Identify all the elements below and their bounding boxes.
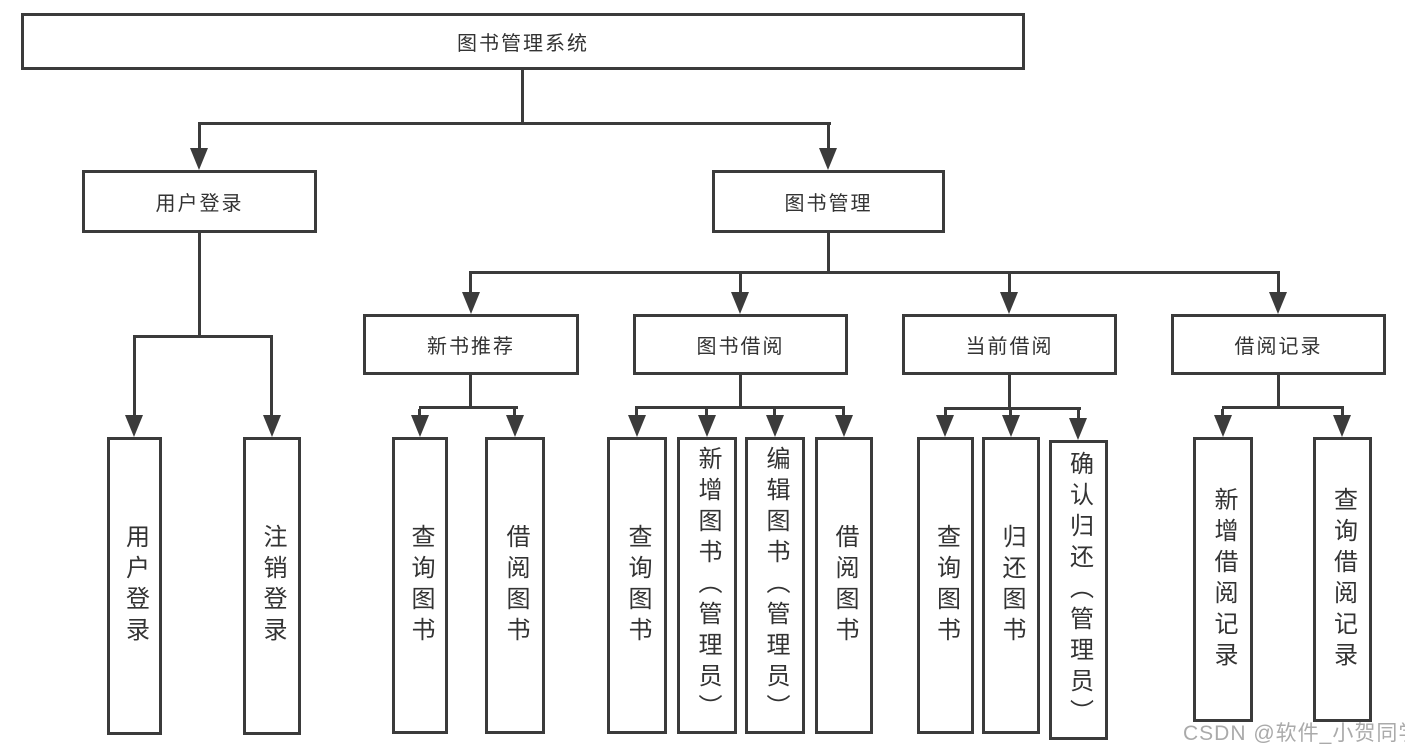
connector-root-hbar (198, 122, 831, 125)
connector-drop-nbr-borrow (513, 409, 516, 415)
node-new-book-recommend-label: 新书推荐 (427, 336, 515, 358)
leaf-user-login-label: 用户登录 (121, 524, 149, 648)
connector-drop-bb-borrow (842, 409, 845, 415)
arrow-down-book-borrowing (731, 292, 749, 314)
node-root: 图书管理系统 (21, 13, 1025, 70)
leaf-br-query-record-label: 查询借阅记录 (1329, 486, 1357, 673)
connector-br-hbar (1222, 406, 1344, 409)
node-borrowing-records-label: 借阅记录 (1234, 336, 1323, 358)
arrow-down-bb-query (628, 415, 646, 437)
connector-drop-bb-query (635, 409, 638, 415)
leaf-bb-add-books-admin: 新增图书（管理员） (677, 437, 737, 734)
arrow-down-nbr-borrow (506, 415, 524, 437)
arrow-down-bb-add (698, 415, 716, 437)
node-user-login-label: 用户登录 (155, 193, 244, 215)
connector-drop-borrowing-records (1277, 274, 1280, 292)
connector-cb-stem (1008, 375, 1011, 407)
arrow-down-cb-return (1002, 415, 1020, 437)
arrow-down-borrowing-records (1269, 292, 1287, 314)
leaf-nbr-borrow-books: 借阅图书 (485, 437, 545, 734)
connector-drop-new-book-recommend (469, 274, 472, 292)
leaf-bb-borrow-books-label: 借阅图书 (831, 523, 858, 648)
leaf-cb-query-books-label: 查询图书 (932, 523, 960, 648)
connector-root-stem (521, 70, 524, 122)
arrow-down-user-login (190, 148, 208, 170)
connector-book-management-stem (827, 233, 830, 271)
leaf-bb-edit-books-admin-label: 编辑图书（管理员） (762, 446, 789, 725)
node-root-label: 图书管理系统 (457, 33, 589, 55)
connector-drop-cb-return (1009, 410, 1012, 415)
connector-drop-leaf-logout (270, 338, 273, 415)
arrow-down-bb-edit (766, 415, 784, 437)
leaf-cb-query-books: 查询图书 (917, 437, 974, 734)
leaf-nbr-query-books-label: 查询图书 (407, 523, 434, 648)
node-book-management-label: 图书管理 (784, 193, 873, 215)
connector-drop-br-add (1221, 409, 1224, 415)
leaf-cb-return-books: 归还图书 (982, 437, 1040, 734)
node-book-borrowing-label: 图书借阅 (696, 336, 785, 358)
arrow-down-nbr-query (411, 415, 429, 437)
leaf-logout-label: 注销登录 (259, 524, 286, 648)
connector-nbr-hbar (419, 406, 518, 409)
node-book-management: 图书管理 (712, 170, 945, 233)
leaf-user-login: 用户登录 (107, 437, 162, 735)
connector-drop-book-borrowing (739, 274, 742, 292)
node-user-login: 用户登录 (82, 170, 317, 233)
leaf-br-add-record: 新增借阅记录 (1193, 437, 1253, 722)
node-borrowing-records: 借阅记录 (1171, 314, 1386, 375)
connector-drop-user-login (198, 125, 201, 148)
leaf-logout: 注销登录 (243, 437, 301, 735)
leaf-bb-query-books-label: 查询图书 (624, 523, 651, 648)
connector-drop-nbr-query (418, 409, 421, 415)
connector-nbr-stem (469, 375, 472, 406)
connector-user-login-hbar (133, 335, 273, 338)
connector-book-management-hbar (469, 271, 1280, 274)
leaf-cb-confirm-return-admin-label: 确认归还（管理员） (1065, 450, 1093, 730)
connector-bb-stem (739, 375, 742, 406)
node-current-borrowing-label: 当前借阅 (965, 336, 1054, 358)
connector-drop-cb-confirm (1077, 410, 1080, 418)
leaf-br-add-record-label: 新增借阅记录 (1210, 486, 1237, 673)
arrow-down-leaf-user-login (125, 415, 143, 437)
leaf-cb-confirm-return-admin: 确认归还（管理员） (1049, 440, 1108, 740)
connector-drop-bb-edit (773, 409, 776, 415)
csdn-watermark: CSDN @软件_小贺同学 (1183, 722, 1405, 745)
connector-cb-hbar (944, 407, 1081, 410)
arrow-down-bb-borrow (835, 415, 853, 437)
arrow-down-new-book-recommend (462, 292, 480, 314)
connector-br-stem (1277, 375, 1280, 406)
leaf-cb-return-books-label: 归还图书 (998, 523, 1025, 648)
connector-bb-hbar (635, 406, 845, 409)
arrow-down-cb-query (936, 415, 954, 437)
arrow-down-br-add (1214, 415, 1232, 437)
connector-drop-book-management (827, 125, 830, 148)
connector-drop-cb-query (944, 410, 947, 415)
leaf-bb-edit-books-admin: 编辑图书（管理员） (745, 437, 805, 734)
connector-drop-current-borrowing (1008, 274, 1011, 292)
arrow-down-book-management (819, 148, 837, 170)
connector-user-login-stem (198, 233, 201, 335)
leaf-bb-add-books-admin-label: 新增图书（管理员） (694, 446, 721, 725)
leaf-br-query-record: 查询借阅记录 (1313, 437, 1372, 722)
connector-drop-bb-add (705, 409, 708, 415)
leaf-nbr-query-books: 查询图书 (392, 437, 448, 734)
connector-drop-br-query (1341, 409, 1344, 415)
arrow-down-current-borrowing (1000, 292, 1018, 314)
leaf-nbr-borrow-books-label: 借阅图书 (502, 523, 529, 648)
node-book-borrowing: 图书借阅 (633, 314, 848, 375)
arrow-down-cb-confirm (1069, 418, 1087, 440)
arrow-down-br-query (1333, 415, 1351, 437)
arrow-down-leaf-logout (263, 415, 281, 437)
leaf-bb-borrow-books: 借阅图书 (815, 437, 873, 734)
connector-drop-leaf-user-login (133, 338, 136, 415)
leaf-bb-query-books: 查询图书 (607, 437, 667, 734)
node-new-book-recommend: 新书推荐 (363, 314, 579, 375)
node-current-borrowing: 当前借阅 (902, 314, 1117, 375)
